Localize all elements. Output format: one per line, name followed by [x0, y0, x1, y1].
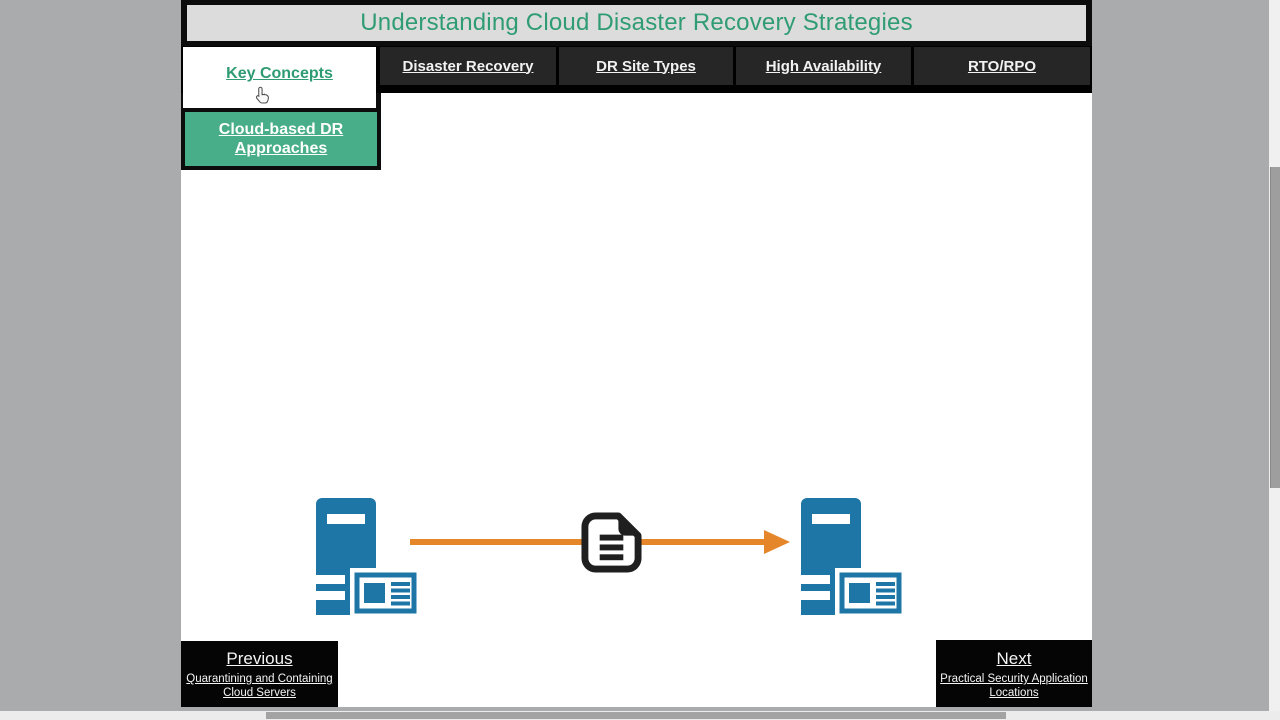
previous-topic: Quarantining and Containing Cloud Server… [186, 673, 333, 699]
tab-key-concepts[interactable]: Key Concepts [183, 47, 376, 108]
dr-replication-diagram [181, 470, 1092, 630]
course-slide: Understanding Cloud Disaster Recovery St… [181, 0, 1092, 707]
document-icon [581, 512, 642, 573]
tab-high-availability[interactable]: High Availability [736, 47, 911, 85]
previous-label: Previous [226, 649, 293, 668]
arrow-right-icon [764, 530, 790, 554]
destination-server-icon [801, 498, 906, 618]
subtopic-button-cloud-based-dr[interactable]: Cloud-based DR Approaches [185, 112, 377, 166]
previous-button[interactable]: Previous Quarantining and Containing Clo… [181, 641, 338, 707]
page-title: Understanding Cloud Disaster Recovery St… [360, 9, 913, 36]
source-server-icon [316, 498, 421, 618]
tab-rto-rpo[interactable]: RTO/RPO [914, 47, 1090, 85]
hand-pointer-cursor-icon [255, 86, 269, 104]
horizontal-scrollbar-track[interactable] [0, 711, 1280, 720]
slide-title-bar: Understanding Cloud Disaster Recovery St… [181, 0, 1092, 46]
tab-navigation: Disaster Recovery DR Site Types High Ava… [181, 46, 1092, 93]
next-button[interactable]: Next Practical Security Application Loca… [936, 640, 1092, 707]
vertical-scrollbar-thumb[interactable] [1270, 167, 1280, 488]
next-label: Next [996, 649, 1032, 668]
horizontal-scrollbar-thumb[interactable] [266, 712, 1006, 719]
tab-disaster-recovery[interactable]: Disaster Recovery [380, 47, 556, 85]
next-topic: Practical Security Application Locations [940, 673, 1088, 699]
vertical-scrollbar-track[interactable] [1269, 0, 1280, 711]
tab-dr-site-types[interactable]: DR Site Types [559, 47, 733, 85]
